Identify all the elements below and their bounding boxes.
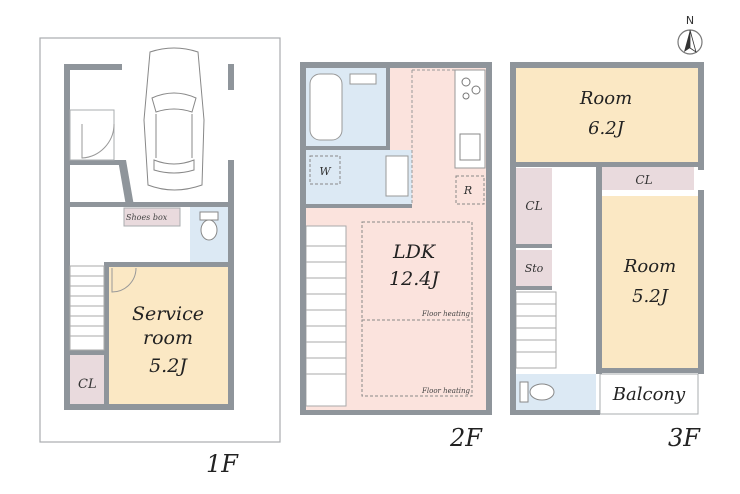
walls-2f [300,62,492,415]
shoes-box-label: Shoes box [126,213,168,222]
stairs-2f [305,225,347,407]
room-south-label: Room [623,256,676,277]
toilet-icon [199,211,219,241]
room-south [602,196,698,368]
room-north [516,68,698,162]
fridge-space [455,175,485,205]
room-north-label: Room [579,88,632,109]
sink-icon [385,155,409,197]
walls-3f [510,62,704,415]
toilet-room-3f [516,374,596,410]
toilet-3f-icon [519,381,555,403]
closet-3f-west [516,168,552,244]
floor-3f-label: 3F [668,424,701,452]
room-north-size: 6.2J [588,118,626,139]
floor-1f-label: 1F [206,450,239,478]
closet-3f-west-label: CL [525,199,542,213]
room-south-size: 5.2J [632,286,670,307]
entrance [69,109,115,161]
compass-needle-icon [684,30,690,52]
site-boundary [39,37,281,443]
closet-3f-north [602,166,694,190]
balcony-label: Balcony [612,384,686,405]
stove-icon [461,77,481,100]
stairs-1f [69,265,105,351]
floor-2f-label: 2F [449,424,483,452]
storage-label: Sto [525,262,544,275]
stairs-3f [515,291,557,369]
service-room-size: 5.2J [149,355,188,377]
service-room-label-2: room [143,327,193,349]
compass: N [677,14,703,55]
faucet-icon [349,73,377,85]
walls-1f [64,64,234,410]
floor-heating-zone-2 [361,319,473,397]
shoes-box [123,207,181,227]
car-icon [143,47,205,191]
floor-1f: Shoes box CL Service room 5.2J 1F [39,37,281,478]
closet-3f-north-label: CL [635,173,652,187]
ldk-label: LDK [392,241,437,263]
ldk-size: 12.4J [389,268,440,290]
kitchen-sink-icon [459,133,481,161]
washer-label: W [319,165,332,178]
closet-1f-label: CL [78,377,97,392]
balcony [599,373,699,415]
washer-space [309,155,341,185]
floor-heating-label-1: Floor heating [421,310,470,318]
bathtub-icon [309,73,343,141]
service-room-label: Service [132,303,204,325]
fridge-label: R [463,184,472,197]
compass-north-label: N [686,14,694,27]
storage [516,250,552,286]
floor-2f: W R Floor heating Floor [300,62,492,452]
closet-1f [70,355,104,404]
floor-3f: Room 6.2J CL Room 5.2J CL Sto [510,62,704,452]
service-room [109,267,228,404]
floor-heating-label-2: Floor heating [421,387,470,395]
